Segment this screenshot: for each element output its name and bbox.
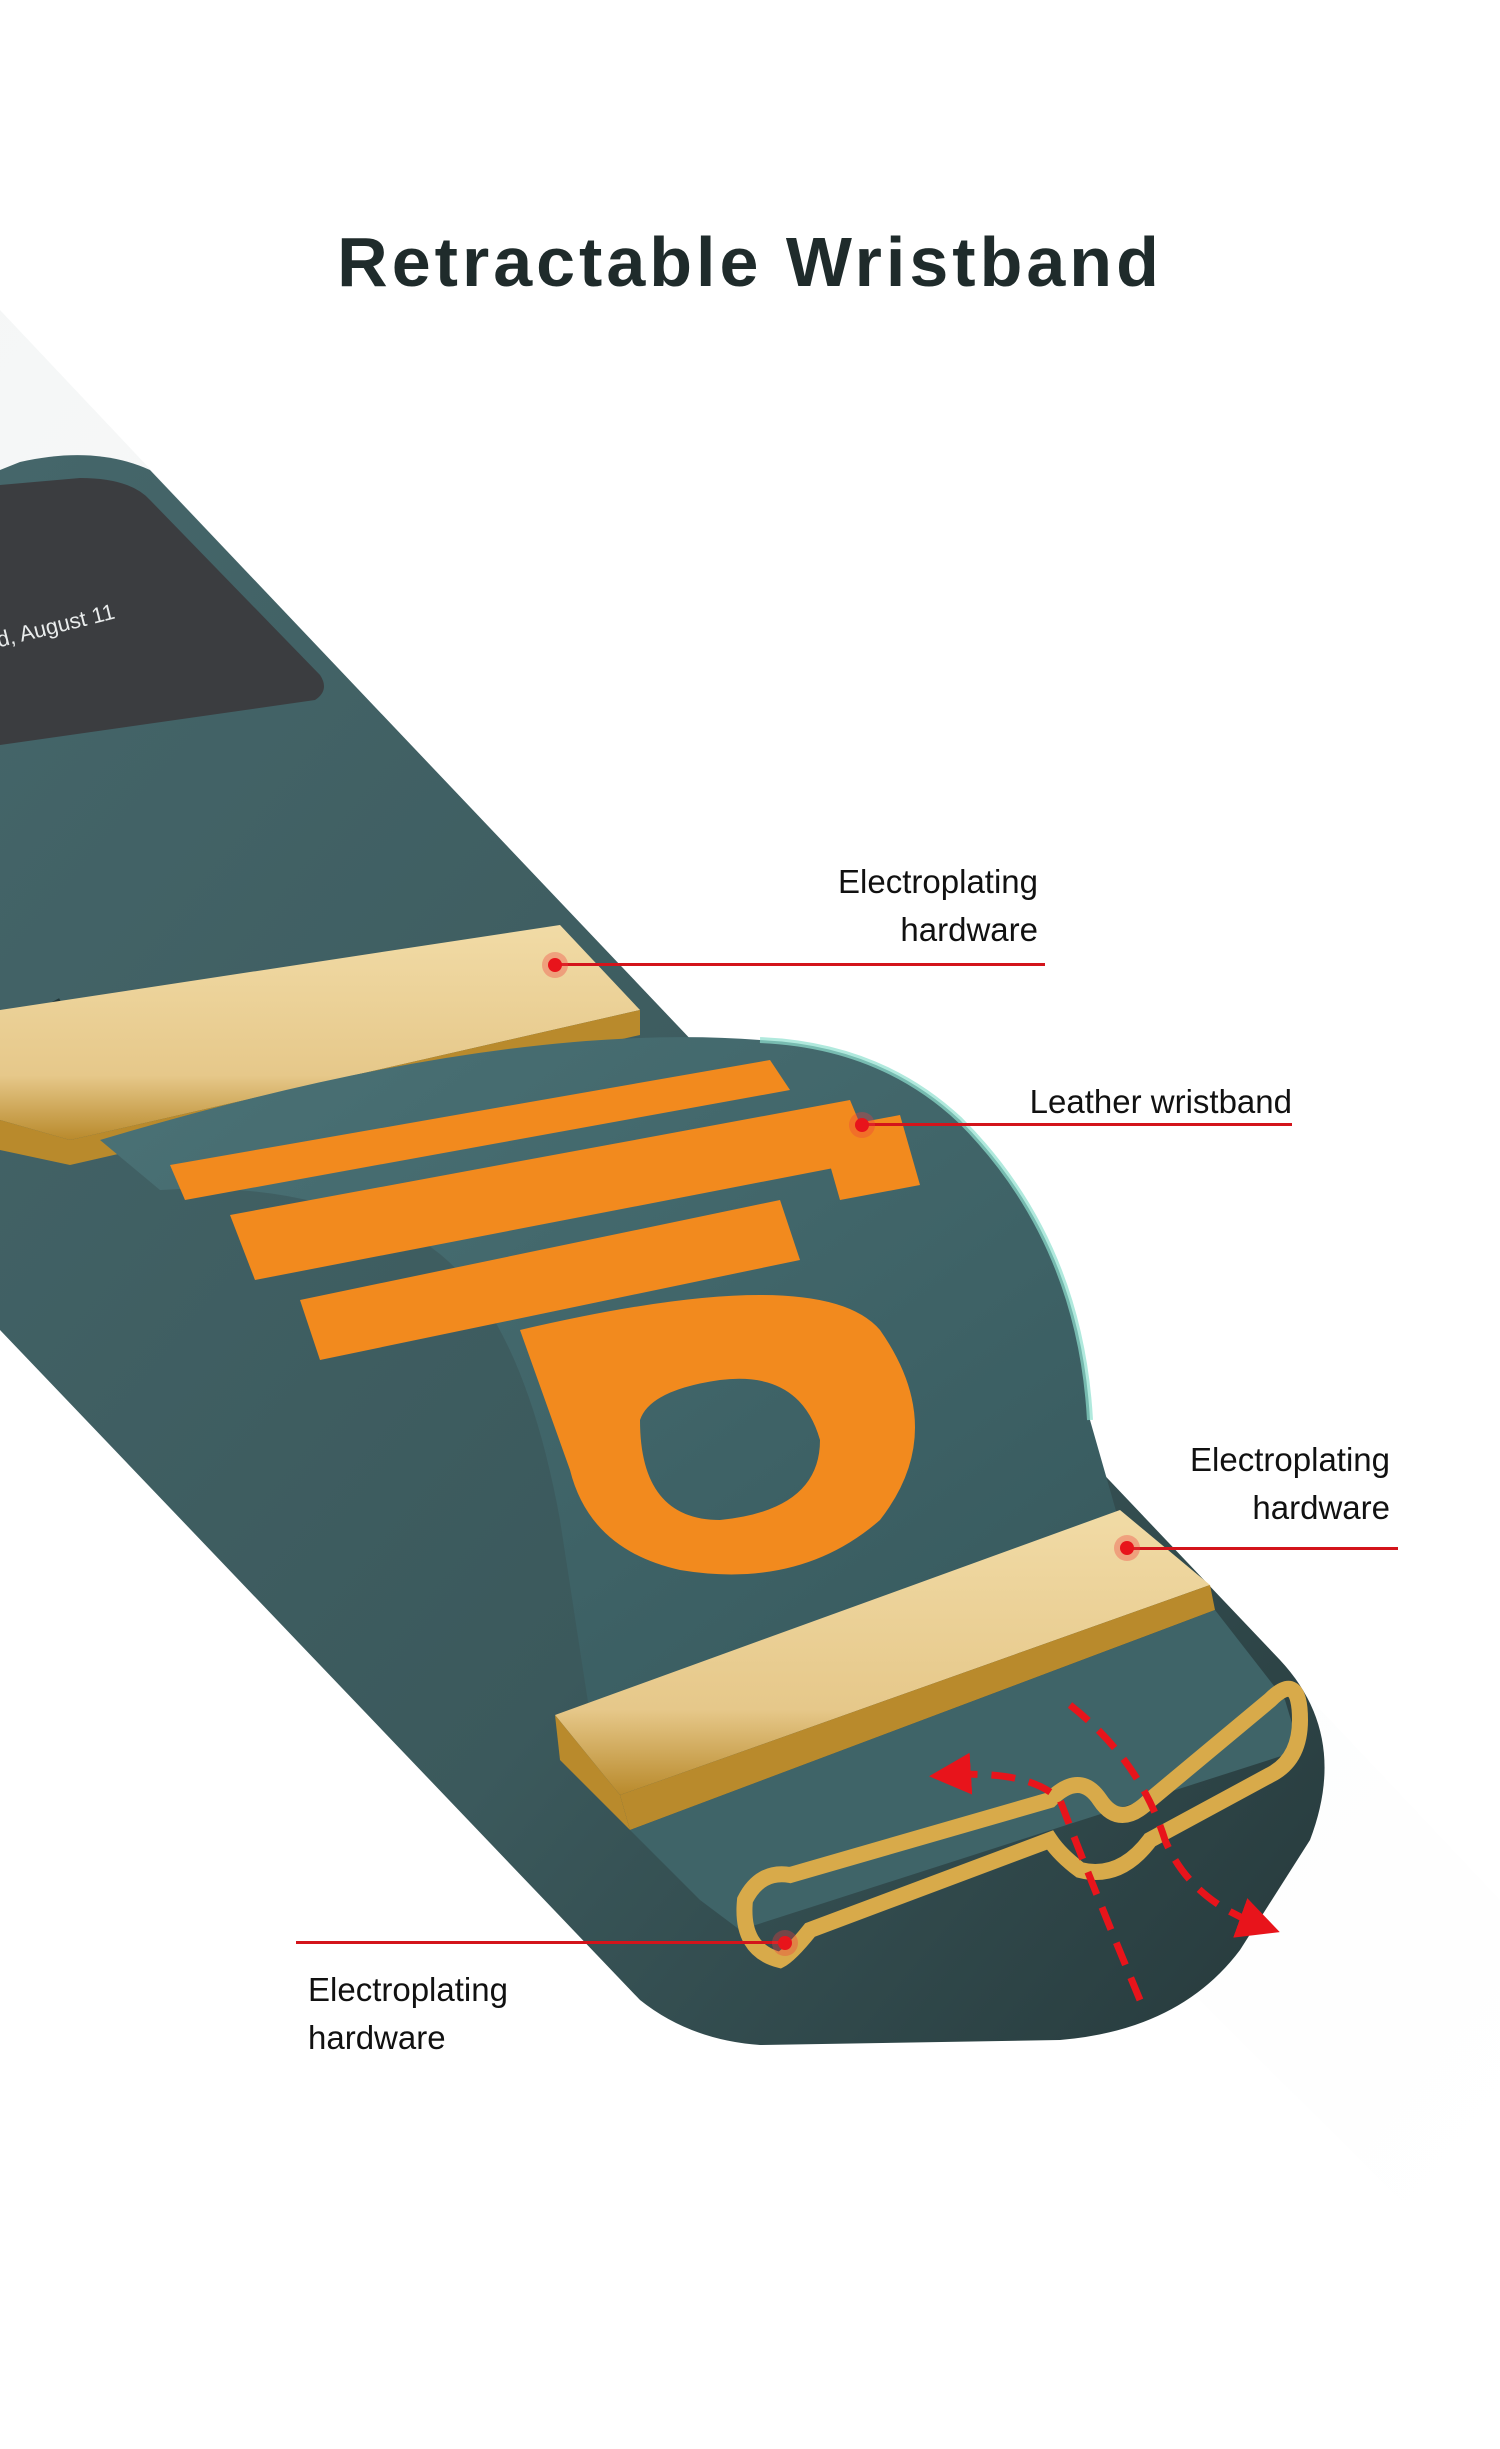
lower-gold-bar: [555, 1510, 1215, 1830]
callout-lower-hardware-label: Electroplating hardware: [1190, 1441, 1390, 1526]
callout-leather-wristband-line: [862, 1123, 1292, 1126]
callout-lower-hardware-line: [1127, 1547, 1398, 1550]
callout-buckle-hardware-label: Electroplating hardware: [308, 1971, 508, 2056]
buckle: [736, 1680, 1309, 1969]
callout-top-hardware-line: [555, 963, 1045, 966]
callout-buckle-hardware-line: [296, 1941, 785, 1944]
callout-lower-hardware-dot: [1120, 1541, 1134, 1555]
arrow-extend-down: [1067, 1702, 1280, 1938]
callout-top-hardware-label: Electroplating hardware: [838, 863, 1038, 948]
callout-top-hardware-dot: [548, 958, 562, 972]
strap-edge-highlight: [759, 1037, 1093, 1421]
strap-print: [170, 1060, 920, 1575]
callout-buckle-hardware-dot: [778, 1936, 792, 1950]
callout-leather-wristband-label: Leather wristband: [1029, 1083, 1292, 1120]
cover-screen: [0, 478, 324, 745]
page-title: Retractable Wristband: [337, 223, 1163, 301]
arrow-retract-up: [929, 1752, 1144, 2002]
callout-leather-wristband-dot: [855, 1118, 869, 1132]
